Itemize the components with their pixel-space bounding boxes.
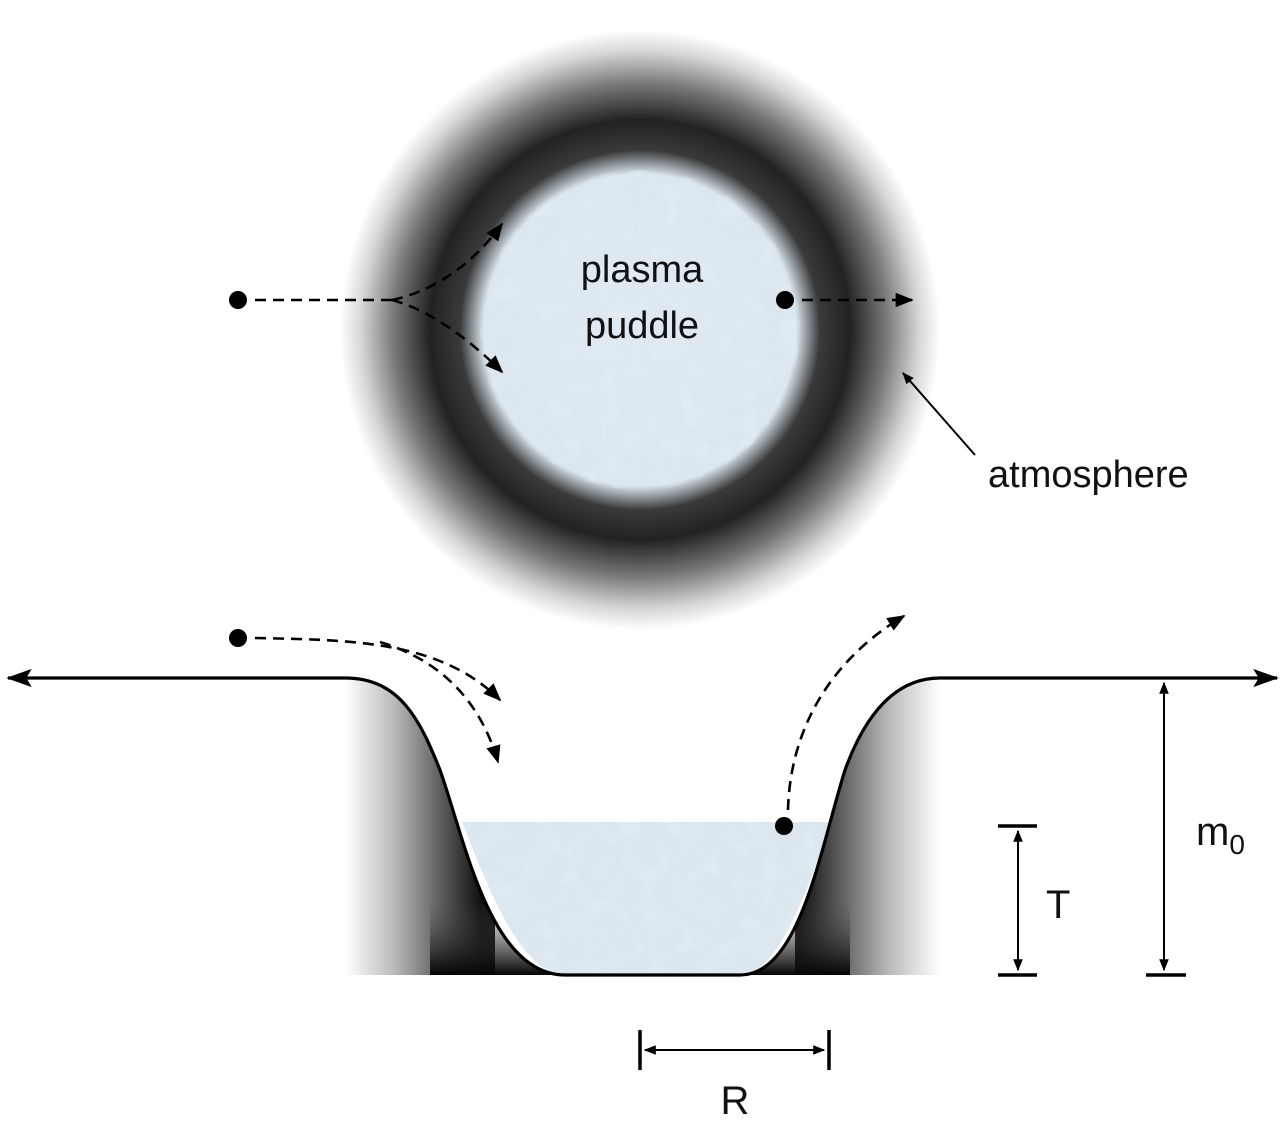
m0-label: m0 [1196,810,1245,860]
split-trajectory-down [391,298,504,374]
bent-trajectory-lower [379,640,501,764]
particle-dot-left [229,291,247,309]
particle-dot-cross-left [229,629,247,647]
cross-section: T m0 R [6,614,1279,1123]
particle-dot-right [776,291,794,309]
m0-subscript: 0 [1229,829,1245,860]
r-label: R [721,1079,750,1123]
particle-dot-cross-right [775,817,793,835]
plasma-label-line1: plasma [581,249,704,291]
atmosphere-label: atmosphere [988,454,1189,496]
t-label: T [1046,883,1070,927]
escape-trajectory [786,614,906,811]
puddle-label-line2: puddle [585,305,699,347]
top-view: plasma puddle atmosphere [229,30,1189,630]
m0-base: m [1196,810,1229,854]
atmosphere-pointer-line [902,372,976,456]
bent-trajectory-upper [254,636,502,702]
plasma-texture-top [480,170,800,490]
surface-profile [344,676,941,977]
split-trajectory-up [391,222,504,302]
